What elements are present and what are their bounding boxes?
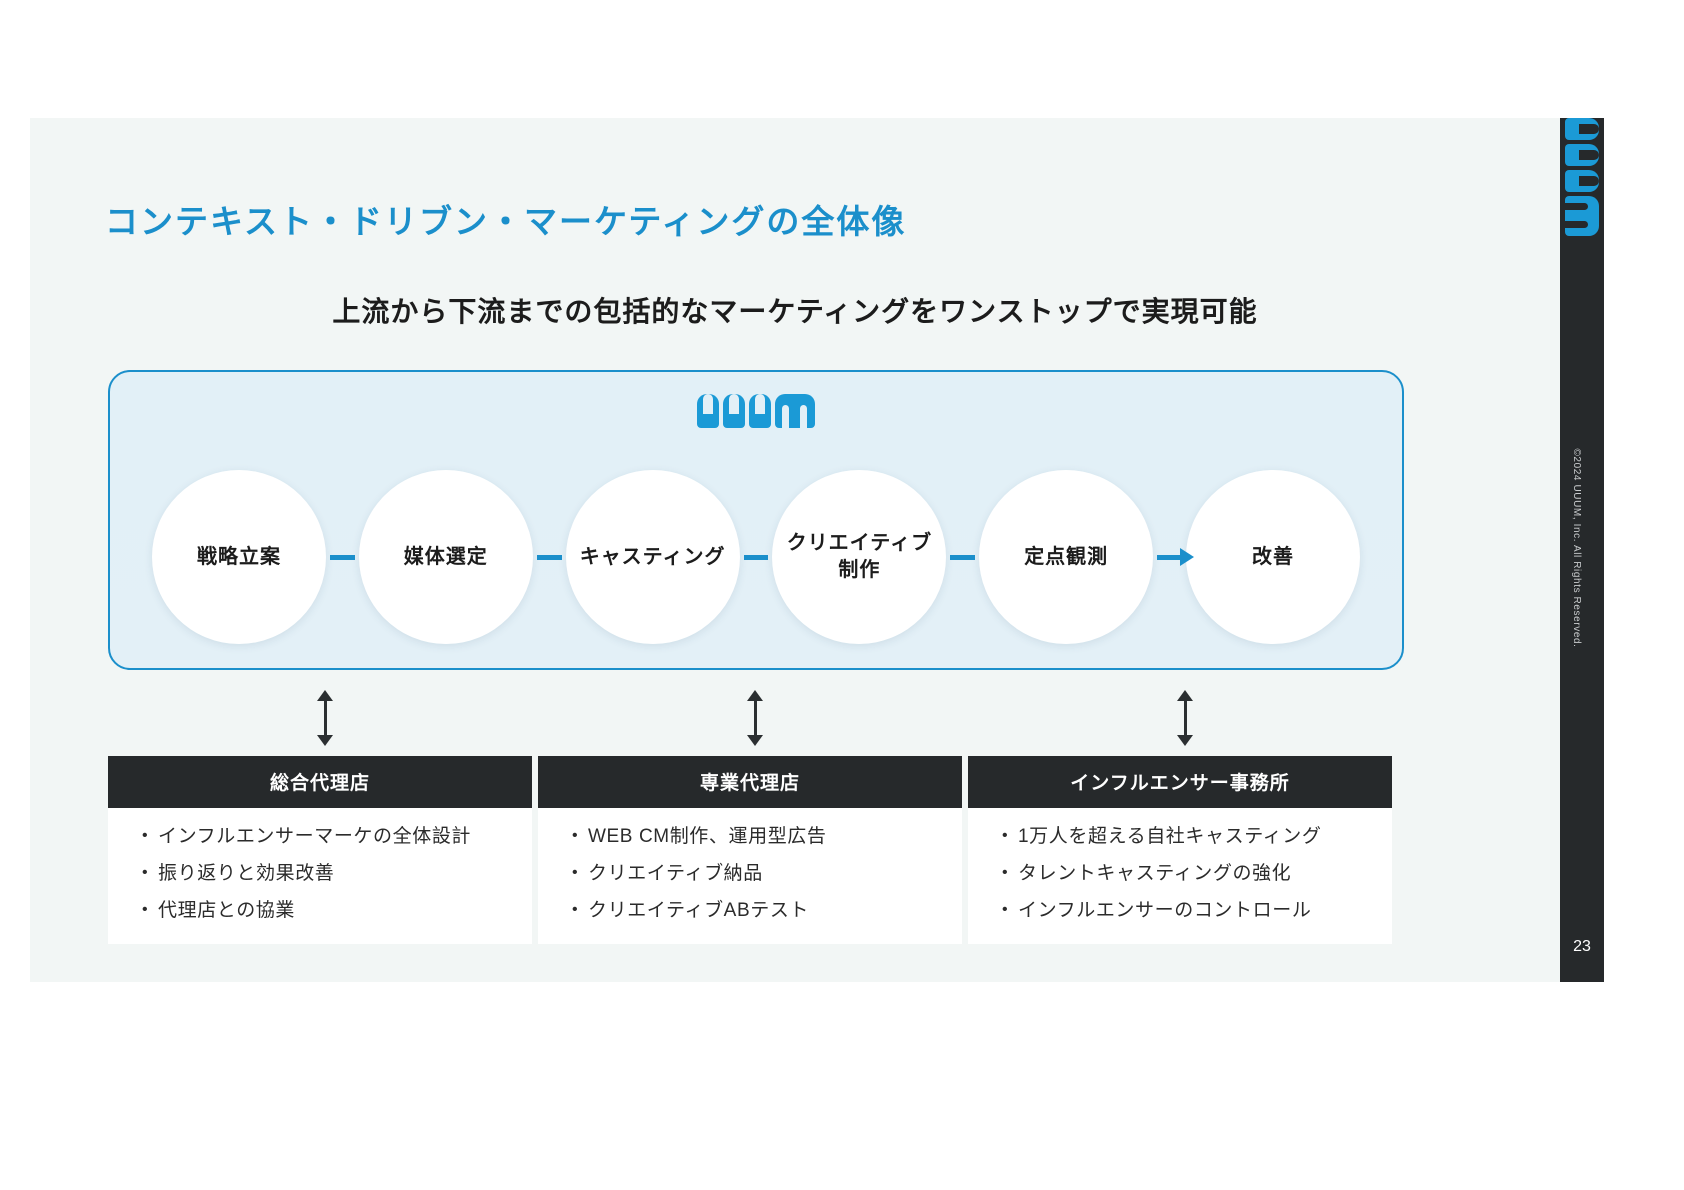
card-influencer-agency: インフルエンサー事務所 • 1万人を超える自社キャスティング • タレントキャス…: [968, 756, 1392, 945]
card-header-label: インフルエンサー事務所: [968, 756, 1392, 808]
logo-letter-m: [1565, 196, 1599, 236]
flow-node-monitoring[interactable]: 定点観測: [979, 470, 1154, 644]
logo-letter-u3: [749, 394, 771, 428]
flow-node-improvement[interactable]: 改善: [1185, 470, 1360, 644]
bullet-dot-icon: •: [142, 863, 149, 881]
uuum-logo-mark: [1565, 118, 1599, 236]
page-title: コンテキスト・ドリブン・マーケティングの全体像: [105, 203, 907, 241]
logo-letter-u2: [723, 394, 745, 428]
logo-letter-u1: [697, 394, 719, 428]
logo-letter-u1: [1565, 118, 1599, 140]
list-item: • インフルエンサーのコントロール: [1002, 900, 1392, 923]
bullet-dot-icon: •: [572, 827, 579, 844]
arrow-shaft: [754, 698, 757, 738]
flow-connector-1: [330, 554, 355, 560]
card-body: • 1万人を超える自社キャスティング • タレントキャスティングの強化 • イン…: [968, 808, 1392, 944]
side-rail: ©2024 UUUM, Inc. All Rights Reserved. 23: [1560, 118, 1604, 982]
list-item: • インフルエンサーマーケの全体設計: [142, 826, 532, 849]
flow-node-casting[interactable]: キャスティング: [565, 470, 740, 644]
arrow-head-down: [747, 735, 763, 746]
list-item: • 振り返りと効果改善: [142, 863, 532, 886]
card-specialized-agency: 専業代理店 • WEB CM制作、運用型広告 • クリエイティブ納品 • クリエ…: [538, 756, 962, 945]
card-general-agency: 総合代理店 • インフルエンサーマーケの全体設計 • 振り返りと効果改善 • 代…: [108, 756, 532, 945]
bullet-dot-icon: •: [1002, 900, 1009, 918]
flow-connector-2: [536, 554, 562, 560]
copyright-text: ©2024 UUUM, Inc. All Rights Reserved.: [1571, 448, 1582, 648]
page-subtitle: 上流から下流までの包括的なマーケティングをワンストップで実現可能: [332, 296, 1258, 327]
list-item-label: インフルエンサーマーケの全体設計: [158, 826, 472, 847]
bullet-dot-icon: •: [1002, 827, 1009, 844]
arrow-head-down: [317, 735, 333, 746]
list-item: • 1万人を超える自社キャスティング: [1002, 826, 1392, 849]
uuum-logo: [110, 394, 1402, 428]
list-item: • 代理店との協業: [142, 900, 532, 923]
arrow-head-down: [1177, 735, 1193, 746]
list-item-label: WEB CM制作、運用型広告: [588, 826, 827, 847]
double-arrow-icon-1: [313, 690, 339, 746]
arrow-head-up: [317, 690, 333, 701]
flow-connector-arrow-5: [1157, 547, 1194, 566]
flow-node-media-selection[interactable]: 媒体選定: [358, 470, 533, 644]
arrow-shaft: [324, 698, 327, 738]
list-item: • タレントキャスティングの強化: [1002, 863, 1392, 886]
list-item-label: タレントキャスティングの強化: [1018, 862, 1292, 884]
list-item-label: インフルエンサーのコントロール: [1018, 899, 1312, 921]
page-number: 23: [1573, 938, 1591, 955]
list-item-label: クリエイティブ納品: [588, 862, 763, 884]
logo-letter-m: [775, 394, 815, 428]
double-arrow-icon-3: [1173, 690, 1199, 746]
flow-node-strategy[interactable]: 戦略立案: [152, 470, 326, 644]
bullet-dot-icon: •: [572, 863, 579, 881]
arrow-head-up: [747, 690, 763, 701]
bullet-dot-icon: •: [142, 900, 149, 918]
bullet-dot-icon: •: [1002, 863, 1009, 881]
flow-panel: 戦略立案 媒体選定 キャスティング クリエイティブ 制作 定点観測 改善: [108, 370, 1404, 670]
logo-letter-u2: [1565, 144, 1599, 166]
logo-letter-u3: [1565, 170, 1599, 192]
list-item-label: 振り返りと効果改善: [158, 862, 335, 884]
flow-connector-3: [743, 554, 769, 560]
list-item-label: クリエイティブABテスト: [588, 899, 810, 921]
list-item: • クリエイティブ納品: [572, 863, 962, 886]
bullet-dot-icon: •: [572, 900, 579, 918]
card-body: • インフルエンサーマーケの全体設計 • 振り返りと効果改善 • 代理店との協業: [108, 808, 532, 944]
arrow-head-up: [1177, 690, 1193, 701]
list-item: • クリエイティブABテスト: [572, 900, 962, 923]
card-header-label: 総合代理店: [108, 756, 532, 808]
double-arrow-icon-2: [743, 690, 769, 746]
flow-node-row: 戦略立案 媒体選定 キャスティング クリエイティブ 制作 定点観測 改善: [152, 464, 1360, 650]
list-item-label: 代理店との協業: [158, 899, 296, 921]
flow-node-creative-production[interactable]: クリエイティブ 制作: [772, 470, 947, 644]
card-body: • WEB CM制作、運用型広告 • クリエイティブ納品 • クリエイティブAB…: [538, 808, 962, 944]
uuum-rail-logo-icon: [1565, 118, 1599, 236]
card-header-label: 専業代理店: [538, 756, 962, 808]
list-item: • WEB CM制作、運用型広告: [572, 826, 962, 849]
list-item-label: 1万人を超える自社キャスティング: [1018, 826, 1322, 847]
slide-canvas: コンテキスト・ドリブン・マーケティングの全体像 上流から下流までの包括的なマーケ…: [30, 118, 1560, 982]
flow-connector-4: [950, 554, 976, 560]
bullet-dot-icon: •: [142, 827, 149, 844]
arrow-shaft: [1184, 698, 1187, 738]
uuum-logo-mark: [697, 394, 815, 428]
